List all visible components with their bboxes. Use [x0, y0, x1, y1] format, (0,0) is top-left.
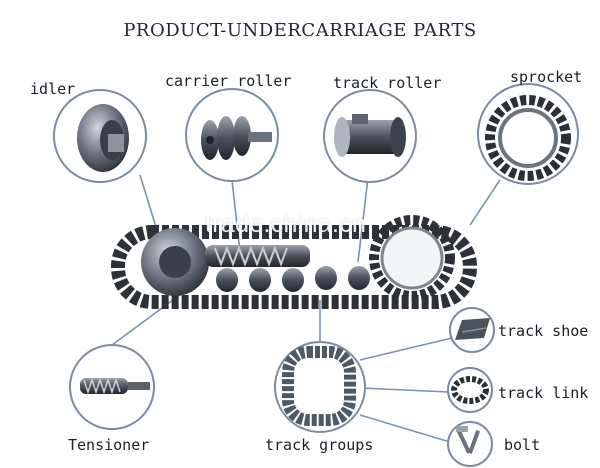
label-sprocket: sprocket [510, 68, 583, 86]
leader-carrier-roller [231, 179, 241, 253]
label-track-roller: track roller [333, 74, 442, 92]
leader-sprocket [469, 179, 501, 226]
bolt-illustration [447, 421, 493, 467]
carrier-roller-illustration [185, 88, 279, 182]
leader-track-roller [357, 177, 369, 263]
label-track-link: track link [498, 384, 589, 402]
label-track-shoe: track shoe [498, 322, 589, 340]
label-carrier-roller: carrier roller [165, 72, 292, 90]
idler-illustration [53, 89, 147, 183]
label-bolt: bolt [504, 436, 541, 454]
leader-bolt [359, 414, 451, 443]
track-roller-illustration [323, 89, 417, 183]
track-groups-illustration [274, 341, 366, 433]
label-tensioner: Tensioner [68, 436, 150, 454]
sprocket-illustration [477, 83, 579, 185]
page-title: PRODUCT-UNDERCARRIAGE PARTS [123, 20, 477, 41]
label-track-groups: track groups [265, 436, 374, 454]
track-assembly-illustration [111, 215, 477, 309]
track-link-illustration [447, 367, 493, 413]
watermark: trade.china.cn [205, 210, 367, 238]
label-idler: idler [30, 80, 76, 98]
track-shoe-illustration [449, 307, 495, 353]
leader-track-link [361, 387, 449, 393]
tensioner-illustration [69, 344, 155, 430]
leader-track-shoe [359, 337, 453, 361]
